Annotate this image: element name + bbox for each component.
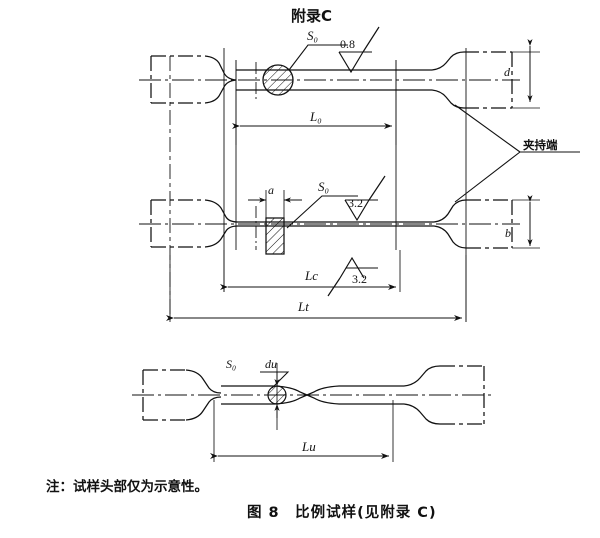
appendix-tag: 附录C: [291, 7, 333, 25]
roughness-symbol-32-upper: [344, 175, 386, 222]
label-Lc: Lc: [305, 268, 318, 283]
label-Lt: Lt: [298, 299, 309, 314]
label-diameter-du: du: [265, 357, 277, 371]
cross-section-circle-top: [262, 64, 294, 96]
label-roughness-08: 0.8: [340, 37, 355, 51]
figure-note: 注：试样头部仅为示意性。: [46, 479, 208, 495]
fractured-specimen-outline: [132, 365, 492, 425]
dimension-a: [248, 190, 302, 218]
label-diameter-d: d: [504, 65, 510, 79]
roughness-symbol-08: [338, 26, 380, 74]
label-thickness-a: a: [268, 183, 274, 197]
figure-caption: 图 8 比例试样(见附录 C): [247, 505, 437, 521]
label-width-b: b: [505, 226, 511, 240]
dimension-Lt: [166, 255, 467, 322]
flat-specimen-outline: [139, 199, 520, 249]
dimension-b: [512, 195, 540, 249]
leader-s0-top: [288, 44, 348, 71]
leader-s0-flat: [286, 195, 358, 229]
round-specimen-outline: [139, 51, 520, 109]
dimension-d: [512, 39, 540, 109]
dimension-Lu: [210, 400, 394, 462]
dimension-L0: [232, 60, 397, 145]
label-Lu: Lu: [302, 439, 316, 454]
label-roughness-32-upper: 3.2: [348, 196, 363, 210]
label-roughness-32-lower: 3.2: [352, 272, 367, 286]
construction-lines: [169, 48, 467, 322]
leader-grip-end: [454, 104, 580, 203]
label-s0-top: S₀: [307, 28, 319, 43]
cross-section-rect-flat: [265, 217, 285, 255]
label-s0-lower: S₀: [226, 357, 237, 371]
label-L0: L₀: [310, 109, 322, 124]
grip-end-label: 夹持端: [523, 138, 558, 152]
label-s0-flat: S₀: [318, 179, 330, 194]
